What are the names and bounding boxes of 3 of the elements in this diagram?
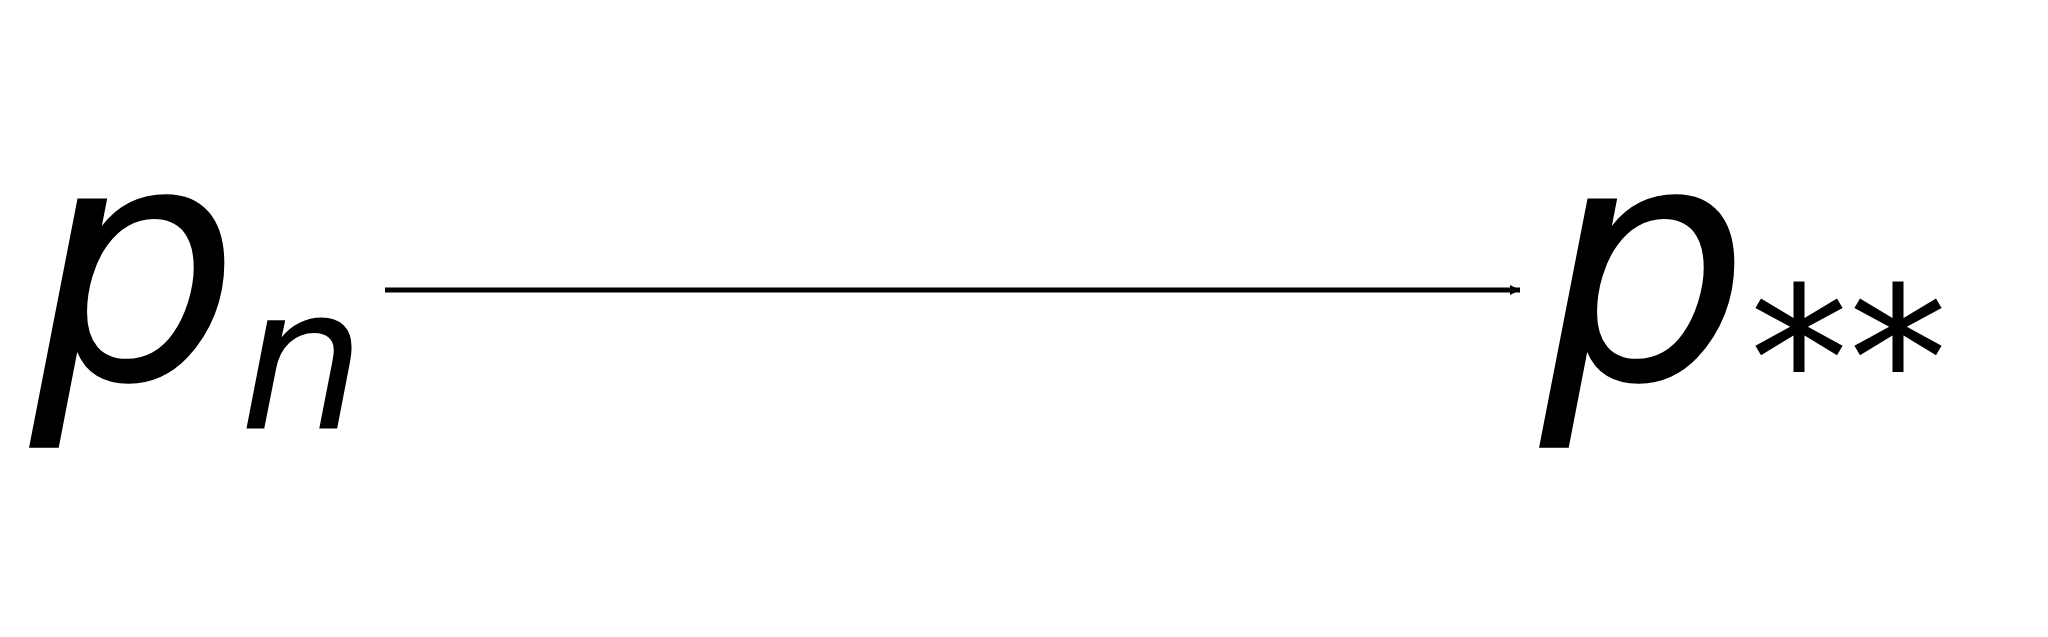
arrow [385, 285, 1520, 295]
math-symbol: p$_{**}$ [1540, 100, 1948, 460]
math-symbol: p$_{n}$ [30, 100, 365, 460]
